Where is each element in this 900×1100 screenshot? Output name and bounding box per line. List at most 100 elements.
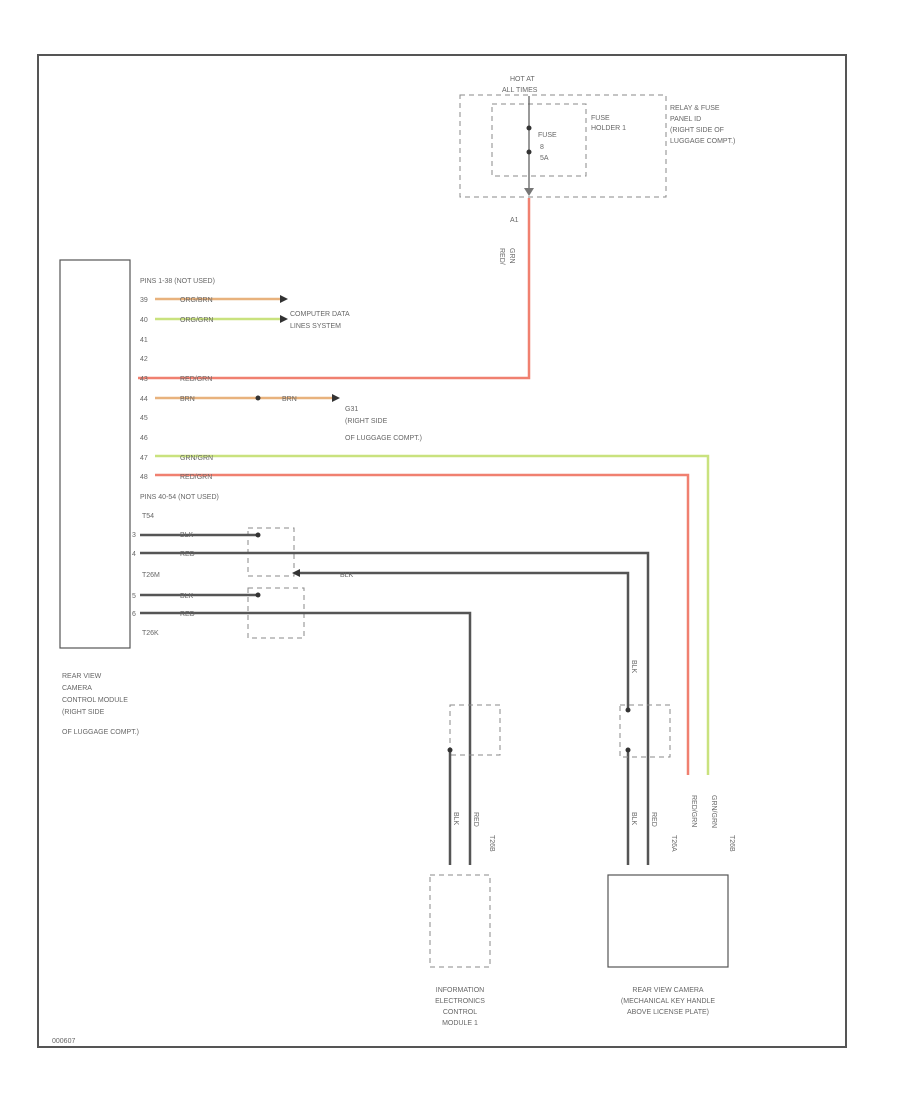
pin-3: 3 bbox=[132, 532, 136, 539]
module-name-3: CONTROL MODULE bbox=[62, 697, 128, 704]
info-wire-blk-label: BLK bbox=[452, 812, 459, 826]
panel-label-2: PANEL ID bbox=[670, 116, 701, 123]
pin-5: 5 bbox=[132, 593, 136, 600]
wire-label-blk-5: BLK bbox=[180, 593, 194, 600]
fuse-amps: 5A bbox=[540, 155, 549, 162]
pin-48: 48 bbox=[140, 474, 148, 481]
hot-at-label: HOT AT bbox=[510, 76, 535, 83]
camera-name-3: ABOVE LICENSE PLATE) bbox=[627, 1009, 709, 1016]
pin-39: 39 bbox=[140, 297, 148, 304]
fuse-wire-color-1: RED/ bbox=[498, 248, 505, 265]
camera-name-2: (MECHANICAL KEY HANDLE bbox=[621, 998, 715, 1005]
camera-wire-4: GRN/GRN bbox=[710, 795, 717, 828]
wire-label-org-grn: ORG/GRN bbox=[180, 317, 213, 324]
wire-red-pin4 bbox=[140, 551, 650, 865]
splice-dot bbox=[255, 395, 261, 401]
all-times-label: ALL TIMES bbox=[502, 87, 538, 94]
wire-label-red-grn-43: RED/GRN bbox=[180, 376, 212, 383]
info-wire-red-label: RED bbox=[472, 812, 479, 827]
pin-47: 47 bbox=[140, 455, 148, 462]
camera-wire-3: RED/GRN bbox=[690, 795, 697, 827]
fuse-terminal-top bbox=[526, 125, 532, 131]
wire-label-grn-grn: GRN/GRN bbox=[180, 455, 213, 462]
info-blk-dot bbox=[447, 747, 453, 753]
module-name-4: (RIGHT SIDE bbox=[62, 709, 105, 716]
fuse-terminal-bottom bbox=[526, 149, 532, 155]
pins-not-used-top: PINS 1-38 (NOT USED) bbox=[140, 278, 215, 285]
module-name-5: OF LUGGAGE COMPT.) bbox=[62, 729, 139, 736]
camera-connector-a: T26A bbox=[670, 835, 677, 852]
info-connector-label: T26B bbox=[488, 835, 495, 852]
camera-blk-dot-1 bbox=[625, 707, 631, 713]
pin-6: 6 bbox=[132, 611, 136, 618]
pin-4: 4 bbox=[132, 551, 136, 558]
ground-id: G31 bbox=[345, 406, 358, 413]
pin-45: 45 bbox=[140, 415, 148, 422]
information-electronics-control-module bbox=[429, 874, 491, 968]
wire-grn-grn bbox=[155, 454, 710, 775]
pin-41: 41 bbox=[140, 337, 148, 344]
camera-wire-1: BLK bbox=[630, 812, 637, 826]
wire-red-grn-48 bbox=[155, 473, 690, 775]
wire-red-pin6 bbox=[140, 611, 472, 865]
wire-label-red-4: RED bbox=[180, 551, 195, 558]
pin-43: 43 bbox=[140, 376, 148, 383]
fuse-holder-outline bbox=[491, 103, 587, 177]
pins-not-used-mid: PINS 40-54 (NOT USED) bbox=[140, 494, 219, 501]
data-bus-label-2: LINES SYSTEM bbox=[290, 323, 341, 330]
wire-label-red-grn-48: RED/GRN bbox=[180, 474, 212, 481]
ground-location-1: (RIGHT SIDE bbox=[345, 418, 388, 425]
ground-location-2: OF LUGGAGE COMPT.) bbox=[345, 435, 422, 442]
camera-connector-b: T26B bbox=[728, 835, 735, 852]
wire-label-brn-1: BRN bbox=[180, 396, 195, 403]
pin-42: 42 bbox=[140, 356, 148, 363]
rear-view-camera-control-module bbox=[59, 259, 131, 649]
fuse-output-pin: A1 bbox=[510, 217, 519, 224]
pin-46: 46 bbox=[140, 435, 148, 442]
pin5-dot bbox=[255, 592, 261, 598]
wire-power-red-grn bbox=[138, 198, 531, 380]
wire-label-blk-3: BLK bbox=[180, 532, 194, 539]
wire-label-shield-blk: BLK bbox=[340, 572, 354, 579]
camera-blk-dot-2 bbox=[625, 747, 631, 753]
connector-t26k: T26K bbox=[142, 630, 159, 637]
relay-fuse-panel-outline bbox=[459, 94, 667, 198]
fuse-number: 8 bbox=[540, 144, 544, 151]
footer-code: 000607 bbox=[52, 1038, 75, 1045]
rear-view-camera bbox=[607, 874, 729, 968]
fuse-holder-label-2: HOLDER 1 bbox=[591, 125, 626, 132]
pin3-dot bbox=[255, 532, 261, 538]
data-bus-label-1: COMPUTER DATA bbox=[290, 311, 350, 318]
wire-label-org-brn: ORG/BRN bbox=[180, 297, 213, 304]
ground-arrow bbox=[332, 394, 340, 402]
wire-label-red-6: RED bbox=[180, 611, 195, 618]
module-name-2: CAMERA bbox=[62, 685, 92, 692]
panel-label-3: (RIGHT SIDE OF bbox=[670, 127, 724, 134]
shield-arrow bbox=[292, 569, 300, 577]
info-module-name-1: INFORMATION bbox=[436, 987, 484, 994]
pin-list: 39 40 41 42 43 44 45 46 47 48 bbox=[140, 297, 148, 481]
info-shield-outline bbox=[449, 704, 501, 756]
bus-arrow-1 bbox=[280, 295, 288, 303]
camera-wire-2: RED bbox=[650, 812, 657, 827]
panel-label-4: LUGGAGE COMPT.) bbox=[670, 138, 735, 145]
diagram-frame bbox=[37, 54, 847, 1048]
relay-fuse-panel: HOT AT ALL TIMES FUSE 8 5A FUSE HOLDER 1… bbox=[459, 76, 735, 265]
camera-wire-blk-top: BLK bbox=[630, 660, 637, 674]
fuse-label: FUSE bbox=[538, 132, 557, 139]
info-module-name-3: CONTROL bbox=[443, 1009, 477, 1016]
bus-arrow-2 bbox=[280, 315, 288, 323]
fuse-holder-label-1: FUSE bbox=[591, 115, 610, 122]
pin-44: 44 bbox=[140, 396, 148, 403]
panel-label-1: RELAY & FUSE bbox=[670, 105, 720, 112]
wire-shield-blk bbox=[298, 571, 630, 710]
info-module-name-2: ELECTRONICS bbox=[435, 998, 485, 1005]
info-module-name-4: MODULE 1 bbox=[442, 1020, 478, 1027]
wire-label-brn-2: BRN bbox=[282, 396, 297, 403]
fuse-wire-color-2: GRN bbox=[508, 248, 515, 264]
pin-40: 40 bbox=[140, 317, 148, 324]
connector-t54: T54 bbox=[142, 513, 154, 520]
camera-shield-outline bbox=[619, 704, 671, 758]
module-name-1: REAR VIEW bbox=[62, 673, 102, 680]
